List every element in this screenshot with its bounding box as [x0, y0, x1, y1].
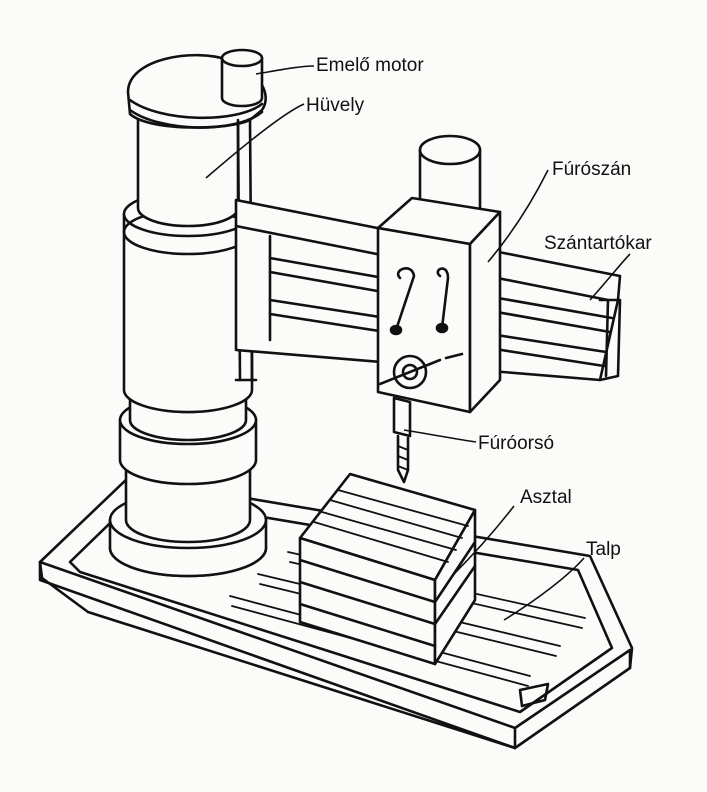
- label-furoszan: Fúrószán: [552, 159, 632, 180]
- label-asztal: Asztal: [520, 487, 572, 508]
- drill-head-furoszan: [376, 134, 502, 484]
- table-asztal: [298, 472, 477, 666]
- lift-motor: [220, 48, 264, 108]
- leader-lines: [205, 65, 631, 621]
- label-talp: Talp: [586, 539, 621, 560]
- label-furoorso: Fúróorsó: [478, 433, 555, 454]
- label-huvely: Hüvely: [306, 95, 365, 116]
- label-emelo-motor: Emelő motor: [316, 55, 424, 76]
- label-szantartokar: Szántartókar: [544, 233, 652, 254]
